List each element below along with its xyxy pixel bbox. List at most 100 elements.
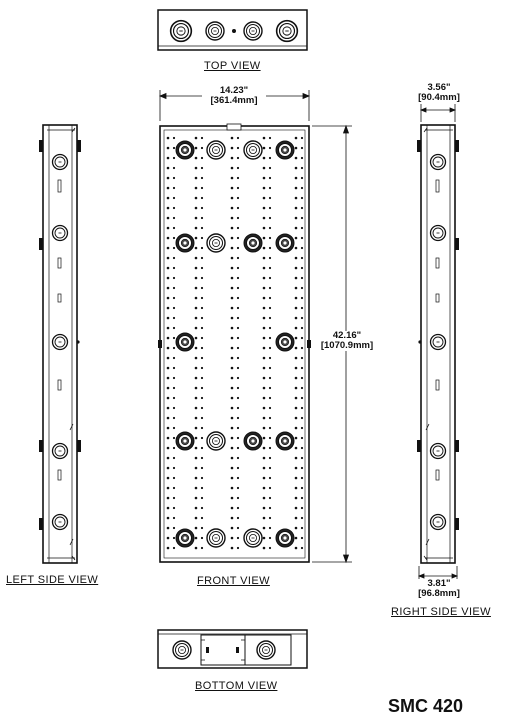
mounting-hole bbox=[230, 396, 234, 400]
mounting-hole bbox=[236, 246, 240, 250]
mounting-hole bbox=[262, 486, 266, 490]
mounting-hole bbox=[262, 256, 266, 260]
mounting-hole bbox=[194, 146, 198, 150]
mounting-hole bbox=[172, 416, 176, 420]
mounting-hole bbox=[294, 496, 298, 500]
mounting-hole bbox=[262, 236, 266, 240]
mounting-hole bbox=[200, 216, 204, 220]
mounting-hole bbox=[262, 336, 266, 340]
mounting-hole bbox=[236, 206, 240, 210]
mounting-hole bbox=[236, 226, 240, 230]
mounting-hole bbox=[294, 546, 298, 550]
mounting-hole bbox=[262, 156, 266, 160]
mounting-hole bbox=[236, 306, 240, 310]
mounting-hole bbox=[294, 166, 298, 170]
mounting-hole bbox=[166, 316, 170, 320]
knockout-hole bbox=[243, 233, 263, 253]
mounting-hole bbox=[194, 466, 198, 470]
mounting-hole bbox=[268, 286, 272, 290]
mounting-hole bbox=[300, 316, 304, 320]
mounting-hole bbox=[194, 246, 198, 250]
mounting-hole bbox=[300, 196, 304, 200]
mounting-hole bbox=[166, 266, 170, 270]
mounting-hole bbox=[200, 176, 204, 180]
mounting-hole bbox=[172, 346, 176, 350]
mounting-hole bbox=[200, 396, 204, 400]
mounting-hole bbox=[268, 156, 272, 160]
mounting-hole bbox=[194, 216, 198, 220]
mounting-hole bbox=[194, 186, 198, 190]
mounting-hole bbox=[166, 406, 170, 410]
mounting-hole bbox=[166, 136, 170, 140]
mounting-hole bbox=[262, 286, 266, 290]
mounting-hole bbox=[200, 436, 204, 440]
mounting-hole bbox=[300, 156, 304, 160]
mounting-hole bbox=[236, 526, 240, 530]
mounting-hole bbox=[166, 366, 170, 370]
depth-bottom-dimension: 3.81" [96.8mm] bbox=[413, 579, 465, 599]
mounting-hole bbox=[166, 436, 170, 440]
mounting-hole bbox=[166, 456, 170, 460]
mounting-hole bbox=[166, 226, 170, 230]
mounting-hole bbox=[230, 516, 234, 520]
mounting-hole bbox=[230, 266, 234, 270]
mounting-hole bbox=[194, 396, 198, 400]
mounting-hole bbox=[300, 326, 304, 330]
mounting-hole bbox=[230, 416, 234, 420]
mounting-hole bbox=[172, 166, 176, 170]
mounting-hole bbox=[300, 246, 304, 250]
mounting-hole bbox=[166, 256, 170, 260]
mounting-hole bbox=[200, 456, 204, 460]
mounting-hole bbox=[194, 456, 198, 460]
mounting-hole bbox=[200, 446, 204, 450]
mounting-hole bbox=[300, 166, 304, 170]
mounting-hole bbox=[230, 536, 234, 540]
mounting-hole bbox=[194, 486, 198, 490]
mounting-hole bbox=[268, 376, 272, 380]
left-side-view-label: LEFT SIDE VIEW bbox=[6, 574, 99, 586]
mounting-hole bbox=[262, 496, 266, 500]
mounting-hole bbox=[300, 146, 304, 150]
mounting-hole bbox=[230, 486, 234, 490]
depth-top-dimension: 3.56" [90.4mm] bbox=[413, 83, 465, 103]
mounting-hole bbox=[200, 236, 204, 240]
mounting-hole bbox=[172, 336, 176, 340]
mounting-hole bbox=[268, 516, 272, 520]
mounting-hole bbox=[172, 266, 176, 270]
mounting-hole bbox=[230, 476, 234, 480]
mounting-hole bbox=[200, 186, 204, 190]
mounting-hole bbox=[200, 416, 204, 420]
mounting-hole bbox=[300, 356, 304, 360]
knockout-hole bbox=[243, 431, 263, 451]
mounting-hole bbox=[230, 546, 234, 550]
mounting-hole bbox=[166, 156, 170, 160]
mounting-hole bbox=[194, 506, 198, 510]
mounting-hole bbox=[262, 226, 266, 230]
mounting-hole bbox=[236, 326, 240, 330]
front-view bbox=[158, 123, 311, 563]
mounting-hole bbox=[262, 266, 266, 270]
mounting-hole bbox=[294, 286, 298, 290]
mounting-hole bbox=[166, 476, 170, 480]
mounting-hole bbox=[230, 436, 234, 440]
mounting-hole bbox=[200, 146, 204, 150]
mounting-hole bbox=[294, 216, 298, 220]
mounting-hole bbox=[230, 426, 234, 430]
mounting-hole bbox=[230, 286, 234, 290]
mounting-hole bbox=[300, 496, 304, 500]
mounting-hole bbox=[236, 486, 240, 490]
mounting-hole bbox=[300, 436, 304, 440]
knockout-hole bbox=[175, 332, 195, 352]
mounting-hole bbox=[230, 456, 234, 460]
mounting-hole bbox=[172, 386, 176, 390]
mounting-hole bbox=[172, 516, 176, 520]
mounting-hole bbox=[166, 206, 170, 210]
mounting-hole bbox=[230, 216, 234, 220]
mounting-hole bbox=[294, 316, 298, 320]
mounting-hole bbox=[172, 216, 176, 220]
mounting-hole bbox=[172, 256, 176, 260]
mounting-hole bbox=[300, 226, 304, 230]
mounting-hole bbox=[230, 136, 234, 140]
mounting-hole bbox=[268, 446, 272, 450]
knockout-hole bbox=[206, 431, 226, 451]
